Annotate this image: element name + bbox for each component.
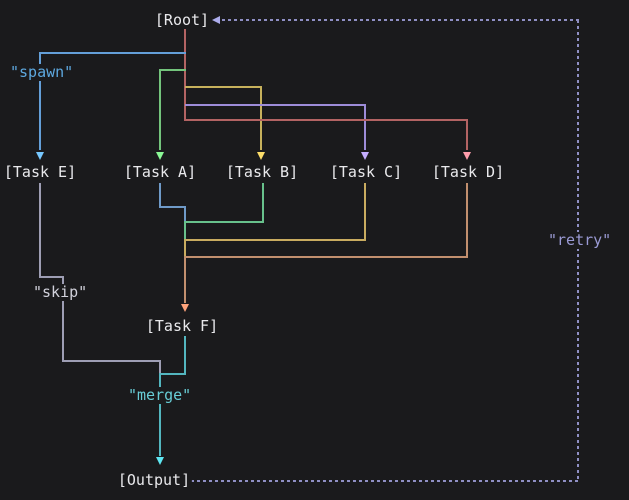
node-task-b: [Task B]	[223, 163, 301, 181]
node-output: [Output]	[115, 471, 193, 489]
edge-root-task-a-v	[159, 69, 161, 150]
edge-output-root-bottom	[191, 480, 579, 482]
arrowhead-task-d	[463, 152, 471, 160]
edge-task-f-output-v2	[159, 373, 161, 456]
trunk-f-tan	[184, 256, 186, 303]
trunk-f-steel	[184, 206, 186, 223]
arrowhead-task-f	[181, 304, 189, 312]
edge-task-e-merge-v3	[159, 360, 161, 375]
arrowhead-task-c	[361, 152, 369, 160]
edge-root-task-a-h	[159, 69, 186, 71]
trunk-f-mint	[184, 221, 186, 240]
edge-output-root-right	[577, 20, 579, 481]
edge-label-merge: "merge"	[126, 386, 194, 404]
edge-root-task-d-v	[466, 119, 468, 150]
edge-task-b-f-h	[184, 221, 264, 223]
arrowhead-task-b	[257, 152, 265, 160]
arrowhead-task-a	[156, 152, 164, 160]
edge-task-d-f-v	[466, 183, 468, 258]
edge-label-skip: "skip"	[31, 283, 90, 301]
edge-task-a-f-h	[159, 206, 186, 208]
node-task-f: [Task F]	[143, 317, 221, 335]
edge-task-c-f-h	[184, 239, 366, 241]
edge-root-task-c-h	[185, 104, 365, 106]
edge-task-f-output-h	[159, 373, 186, 375]
edge-root-trunk	[184, 28, 186, 121]
edge-label-retry: "retry"	[546, 231, 614, 249]
retry-arrowhead-into-root	[212, 16, 220, 24]
edge-task-b-f-v	[262, 183, 264, 223]
edge-root-task-b-v	[260, 86, 262, 150]
edge-output-root-top	[222, 19, 579, 21]
edge-task-a-f-v	[159, 183, 161, 208]
node-task-e: [Task E]	[1, 163, 79, 181]
node-root: [Root]	[152, 11, 212, 29]
edge-task-c-f-v	[364, 183, 366, 241]
node-task-c: [Task C]	[327, 163, 405, 181]
edge-root-task-d-h	[185, 119, 467, 121]
edge-label-spawn: "spawn"	[8, 63, 76, 81]
trunk-f-gold	[184, 239, 186, 257]
edge-task-e-merge-v2	[62, 276, 64, 362]
edge-root-task-e-h	[39, 52, 186, 54]
edge-task-d-f-h	[184, 256, 468, 258]
arrowhead-task-e	[36, 152, 44, 160]
edge-root-task-e-v	[39, 52, 41, 150]
edge-root-task-b-h	[185, 86, 262, 88]
arrowhead-output	[156, 457, 164, 465]
edge-root-task-c-v	[364, 104, 366, 150]
node-task-d: [Task D]	[429, 163, 507, 181]
node-task-a: [Task A]	[121, 163, 199, 181]
edge-task-f-output-v1	[184, 336, 186, 375]
edge-task-e-merge-h1	[39, 276, 64, 278]
edge-task-e-merge-v1	[39, 183, 41, 278]
edge-task-e-merge-h2	[62, 360, 161, 362]
